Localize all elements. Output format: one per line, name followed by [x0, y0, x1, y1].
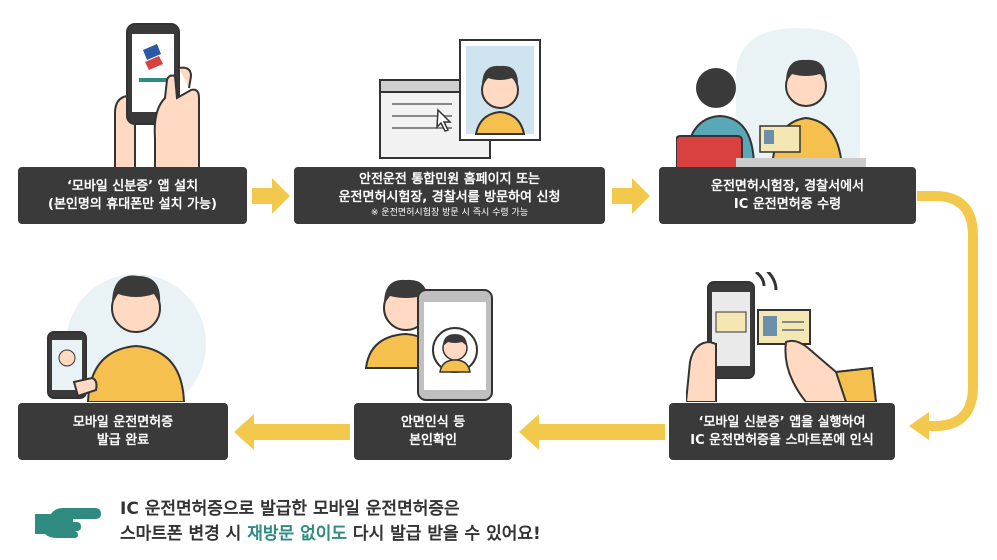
step-5-line-1: 안면인식 등 [400, 414, 466, 430]
step-5-box: 안면인식 등 본인확인 [354, 403, 512, 460]
step-3-box: 운전면허시험장, 경찰서에서 IC 운전면허증 수령 [659, 167, 916, 224]
footer-line-2-start: 스마트폰 변경 시 [120, 524, 248, 544]
step-6-line-1: 모바일 운전면허증 [72, 414, 174, 430]
step-5-line-2: 본인확인 [409, 432, 457, 448]
step-4-line-1: ‘모바일 신분증’ 앱을 실행하여 [698, 414, 866, 430]
step-4-box: ‘모바일 신분증’ 앱을 실행하여 IC 운전면허증을 스마트폰에 인식 [669, 403, 895, 460]
face-recognition-icon [364, 279, 493, 401]
phone-scan-license-icon [686, 272, 878, 402]
arrow-step1-to-step2 [252, 178, 290, 214]
person-phone-icon [47, 274, 206, 402]
step-1-line-1: ‘모바일 신분증’ 앱 설치 [66, 178, 199, 194]
pointing-hand-icon [35, 508, 101, 538]
step-6-box: 모바일 운전면허증 발급 완료 [18, 403, 228, 460]
step-1-box: ‘모바일 신분증’ 앱 설치 (본인명의 휴대폰만 설치 가능) [18, 167, 247, 224]
step-1-line-2: (본인명의 휴대폰만 설치 가능) [48, 196, 217, 212]
step-6-line-2: 발급 완료 [96, 432, 150, 448]
footer-message: IC 운전면허증으로 발급한 모바일 운전면허증은 스마트폰 변경 시 재방문 … [120, 497, 541, 547]
arrow-step4-to-step5 [519, 414, 665, 450]
arrow-step5-to-step6 [234, 414, 350, 450]
footer-line-2: 스마트폰 변경 시 재방문 없이도 다시 발급 받을 수 있어요! [120, 522, 541, 547]
footer-highlight: 재방문 없이도 [247, 524, 348, 544]
hand-phone-icon [114, 23, 200, 168]
step-2-line-1: 안전운전 통합민원 홈페이지 또는 [358, 172, 541, 187]
arrow-step2-to-step3 [612, 178, 650, 214]
computer-photo-icon [379, 39, 541, 159]
step-3-line-2: IC 운전면허증 수령 [733, 196, 842, 212]
step-3-line-1: 운전면허시험장, 경찰서에서 [711, 178, 864, 194]
footer-line-1: IC 운전면허증으로 발급한 모바일 운전면허증은 [120, 499, 460, 519]
license-handover-icon [676, 28, 866, 170]
arrow-step3-to-step4 [909, 191, 978, 440]
step-2-note: ※ 운전면허시험장 방문 시 즉시 수령 가능 [370, 208, 529, 218]
footer-line-2-end: 다시 발급 받을 수 있어요! [347, 524, 541, 544]
step-2-box: 안전운전 통합민원 홈페이지 또는 운전면허시험장, 경찰서를 방문하여 신청 … [294, 167, 605, 224]
step-2-line-2: 운전면허시험장, 경찰서를 방문하여 신청 [338, 190, 561, 205]
step-4-line-2: IC 운전면허증을 스마트폰에 인식 [690, 432, 874, 448]
